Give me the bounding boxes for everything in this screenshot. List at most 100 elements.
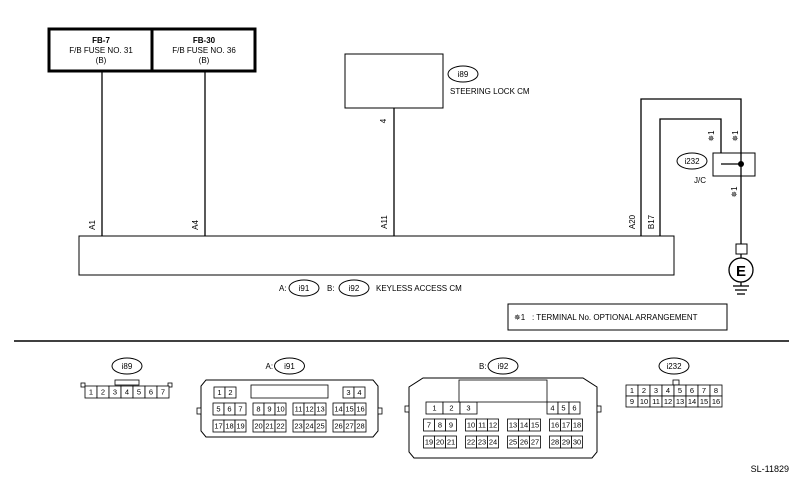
i91-pin-10-cell bbox=[274, 402, 287, 416]
i232-pin-13: 13 bbox=[676, 397, 684, 406]
pin-a11-label: A11 bbox=[380, 215, 389, 229]
i92-pin-18: 18 bbox=[573, 421, 581, 430]
i232-pin-11: 11 bbox=[652, 397, 660, 406]
i92-pin-25: 25 bbox=[509, 438, 517, 447]
i89-connector-badge bbox=[447, 65, 479, 83]
i232-pin-3: 3 bbox=[654, 386, 658, 395]
i92-pin-30-cell bbox=[571, 435, 583, 449]
keyless-access-cm-label: KEYLESS ACCESS CM bbox=[376, 284, 462, 293]
i91-pin-15: 15 bbox=[345, 405, 353, 414]
i92-pin-28: 28 bbox=[551, 438, 559, 447]
i232-pin-1: 1 bbox=[630, 386, 634, 395]
i92-latch-left bbox=[404, 405, 410, 413]
i91-pin-5: 5 bbox=[216, 405, 220, 414]
note-box bbox=[507, 303, 728, 331]
fuse-fb30-name: F/B FUSE NO. 36 bbox=[172, 46, 236, 55]
i91-pin-19: 19 bbox=[236, 422, 244, 431]
i92-pin-4: 4 bbox=[550, 404, 554, 413]
i91-pin-16-cell bbox=[354, 402, 367, 416]
i91-pin-10: 10 bbox=[276, 405, 284, 414]
i92-pin-15-cell bbox=[529, 418, 541, 432]
i92-pin-9-cell bbox=[445, 418, 457, 432]
i232-pin-4: 4 bbox=[666, 386, 670, 395]
i91-pin-8: 8 bbox=[256, 405, 260, 414]
i92-pin-27: 27 bbox=[531, 438, 539, 447]
steering-lock-cm-box bbox=[344, 53, 444, 109]
i91-pin-26: 26 bbox=[334, 422, 342, 431]
i91-pin-22: 22 bbox=[276, 422, 284, 431]
i232-face-caption: i232 bbox=[666, 362, 682, 371]
i91-pin-24: 24 bbox=[305, 422, 313, 431]
i92-pin-17: 17 bbox=[562, 421, 570, 430]
i92-key-slot bbox=[458, 379, 548, 403]
i91-pin-23: 23 bbox=[294, 422, 302, 431]
i232-key bbox=[672, 379, 680, 386]
fuse-fb7: FB-7 F/B FUSE NO. 31 (B) bbox=[69, 36, 133, 65]
ground-letter: E bbox=[736, 263, 746, 280]
i91-key-slot bbox=[250, 384, 329, 399]
i91-pin-13: 13 bbox=[316, 405, 324, 414]
i89-pin-5: 5 bbox=[137, 388, 141, 397]
i89-pin-6: 6 bbox=[149, 388, 153, 397]
i92-face-caption: i92 bbox=[498, 362, 509, 371]
steering-lock-pin-label: 4 bbox=[379, 118, 388, 123]
i92-pin-9: 9 bbox=[449, 421, 453, 430]
i92-pin-10: 10 bbox=[467, 421, 475, 430]
i91-latch-right bbox=[377, 407, 383, 415]
i92-pin-6-cell bbox=[568, 401, 581, 415]
i91-pin-3: 3 bbox=[346, 388, 350, 397]
i89-key bbox=[114, 379, 140, 386]
i92-pin-22: 22 bbox=[467, 438, 475, 447]
i91-pin-2-cell bbox=[224, 386, 237, 399]
i92-pin-24-cell bbox=[487, 435, 499, 449]
i232-pin-15: 15 bbox=[700, 397, 708, 406]
i91-pin-25: 25 bbox=[316, 422, 324, 431]
i232-pin-9: 9 bbox=[630, 397, 634, 406]
i92-latch-right bbox=[596, 405, 602, 413]
fuse-fb30: FB-30 F/B FUSE NO. 36 (B) bbox=[172, 36, 236, 65]
i89-latch-left bbox=[80, 382, 86, 388]
i91-pin-11: 11 bbox=[295, 405, 303, 414]
i91-pin-4: 4 bbox=[357, 388, 361, 397]
joint-splice-dot bbox=[738, 161, 744, 167]
i232-pin-8: 8 bbox=[714, 386, 718, 395]
diagram-reference-number: SL-11829 bbox=[751, 464, 789, 474]
i92-pin-12: 12 bbox=[489, 421, 497, 430]
i91-pin-19-cell bbox=[234, 419, 247, 433]
i91-pin-20: 20 bbox=[254, 422, 262, 431]
i89-pin-2: 2 bbox=[101, 388, 105, 397]
i232-pin-16: 16 bbox=[712, 397, 720, 406]
i232-pin-16-cell bbox=[709, 395, 723, 408]
fuse-fb7-id: FB-7 bbox=[92, 36, 110, 45]
i89-connector-label: i89 bbox=[458, 70, 469, 79]
keyless-access-cm-box bbox=[78, 235, 675, 276]
i232-pin-10: 10 bbox=[640, 397, 648, 406]
jc-mark-lower: ✵1 bbox=[730, 186, 739, 198]
i92-face-caption-prefix: B: bbox=[479, 362, 487, 371]
i92-pin-1: 1 bbox=[432, 404, 436, 413]
fuse-fb30-id: FB-30 bbox=[193, 36, 216, 45]
i92-connector-badge bbox=[338, 279, 370, 297]
steering-lock-cm-label: STEERING LOCK CM bbox=[450, 87, 530, 96]
i232-connector-badge bbox=[676, 152, 708, 170]
fuse-fb7-name: F/B FUSE NO. 31 bbox=[69, 46, 133, 55]
i92-pin-23: 23 bbox=[478, 438, 486, 447]
i92-pin-13: 13 bbox=[509, 421, 517, 430]
i91-pin-16: 16 bbox=[356, 405, 364, 414]
pin-a4-label: A4 bbox=[191, 220, 200, 230]
i92-pin-19: 19 bbox=[425, 438, 433, 447]
i91-pin-7-cell bbox=[234, 402, 247, 416]
i89-face-caption: i89 bbox=[122, 362, 133, 371]
pin-b17-label: B17 bbox=[647, 214, 656, 229]
i232-pin-7: 7 bbox=[702, 386, 706, 395]
i89-face-caption-badge bbox=[111, 357, 143, 375]
i91-pin-28: 28 bbox=[356, 422, 364, 431]
i91-pin-1: 1 bbox=[217, 388, 221, 397]
i91-pin-18: 18 bbox=[225, 422, 233, 431]
i91-connector-badge bbox=[288, 279, 320, 297]
i92-pin-21-cell bbox=[445, 435, 457, 449]
i232-pin-12: 12 bbox=[664, 397, 672, 406]
